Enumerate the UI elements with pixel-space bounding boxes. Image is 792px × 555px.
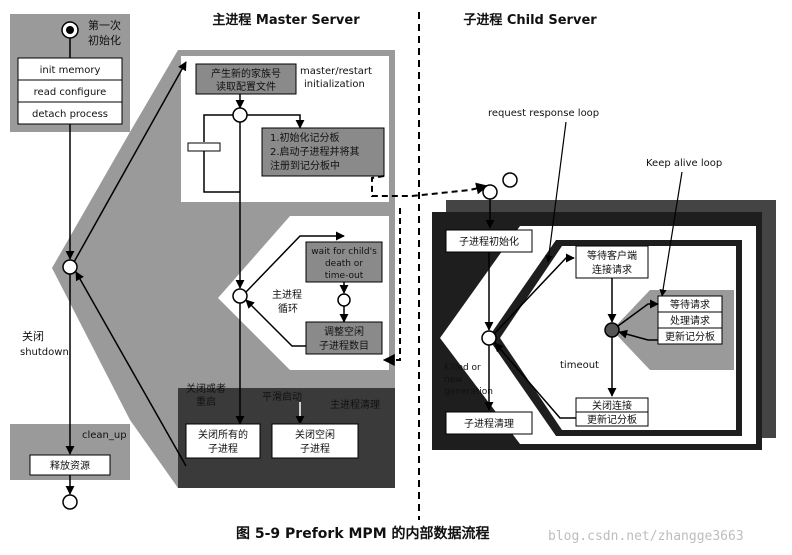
init-memory-text: init memory xyxy=(40,65,101,76)
restart-label-1: 关闭或者 xyxy=(186,382,226,395)
release-resources-text: 释放资源 xyxy=(50,459,90,472)
left-junction-node xyxy=(62,259,78,275)
wait-client-text-1: 等待客户端 xyxy=(587,249,637,262)
update-scoreboard-text: 更新记分板 xyxy=(665,330,715,343)
figure-caption: 图 5-9 Prefork MPM 的内部数据流程 xyxy=(236,525,490,542)
close-connection-text: 关闭连接 xyxy=(592,399,632,412)
master-wait-node xyxy=(337,293,351,307)
child-server-header: 子进程 Child Server xyxy=(463,13,597,28)
start-node-core xyxy=(66,26,74,34)
shutdown-label-1: 关闭 xyxy=(22,329,44,343)
end-node xyxy=(62,494,78,510)
wait-child-text-2: death or xyxy=(325,259,363,269)
spawn-child-dashed-link xyxy=(371,175,489,197)
update-scoreboard-box xyxy=(657,327,723,345)
close-idle-children-box xyxy=(271,423,359,459)
master-init-label-2: initialization xyxy=(304,79,365,90)
wait-client-text-2: 连接请求 xyxy=(592,263,632,276)
update-scoreboard-2-box xyxy=(575,411,649,427)
scoreboard-text-2: 2.启动子进程并将其 xyxy=(270,145,360,158)
flow-loop-to-wait xyxy=(245,231,345,293)
scoreboard-text-3: 注册到记分板中 xyxy=(270,159,340,172)
first-init-label-2: 初始化 xyxy=(88,33,121,47)
master-init-node xyxy=(232,107,248,123)
close-all-children-text-1: 关闭所有的 xyxy=(198,428,248,441)
wait-request-text: 等待请求 xyxy=(670,298,710,311)
adjust-idle-text-2: 子进程数目 xyxy=(319,339,369,352)
master-loop-node xyxy=(232,288,248,304)
wait-child-text-1: wait for child's xyxy=(311,247,377,257)
keepalive-loop-label: Keep alive loop xyxy=(646,158,722,169)
killed-label-1: Killed or xyxy=(444,363,481,373)
scoreboard-text-1: 1.初始化记分板 xyxy=(270,131,340,144)
master-loop-label-2: 循环 xyxy=(278,302,298,315)
close-idle-children-text-1: 关闭空闲 xyxy=(295,428,335,441)
new-generation-text-1: 产生新的家族号 xyxy=(211,67,281,80)
child-cleanup-box xyxy=(445,411,533,435)
wait-child-box xyxy=(305,241,383,283)
timeout-label: timeout xyxy=(560,360,599,371)
flow-close-back-to-node xyxy=(494,342,576,419)
flow-keepalive-back xyxy=(618,329,658,341)
sync-bar xyxy=(187,142,221,152)
child-main-node xyxy=(481,330,497,346)
flow-adjust-back-to-loop xyxy=(245,299,306,347)
killed-label-2: new xyxy=(444,375,463,385)
child-init-text: 子进程初始化 xyxy=(459,235,519,248)
request-loop-pointer xyxy=(545,121,567,263)
close-all-children-box xyxy=(185,423,261,459)
adjust-idle-text-1: 调整空闲 xyxy=(324,325,364,338)
new-generation-box xyxy=(195,63,297,95)
detach-process-text: detach process xyxy=(32,109,108,120)
flow-master-cleanup-to-junction xyxy=(75,271,187,467)
wait-child-text-3: time-out xyxy=(325,271,364,281)
close-idle-children-text-2: 子进程 xyxy=(300,443,330,455)
flow-node-to-bar xyxy=(203,114,233,142)
close-all-children-text-2: 子进程 xyxy=(208,443,238,455)
child-entry-node xyxy=(482,184,498,200)
update-scoreboard-2-text: 更新记分板 xyxy=(587,413,637,426)
flow-node-to-wait-client xyxy=(494,253,575,334)
restart-label-2: 重启 xyxy=(196,395,216,408)
keepalive-node xyxy=(604,322,620,338)
first-init-label-1: 第一次 xyxy=(88,18,121,32)
keepalive-loop-pointer xyxy=(659,171,683,297)
killed-label-3: generation xyxy=(444,387,493,397)
scoreboard-box xyxy=(261,127,385,177)
child-exit-dashed-link xyxy=(382,208,401,366)
master-loop-label-1: 主进程 xyxy=(272,289,302,301)
flow-junction-to-master xyxy=(73,61,187,263)
master-init-label-1: master/restart xyxy=(300,66,372,77)
master-cleanup-label: 主进程清理 xyxy=(330,398,380,411)
shutdown-label-2: shutdown xyxy=(20,347,69,358)
flow-bar-down xyxy=(203,151,240,193)
adjust-idle-box xyxy=(305,321,383,355)
process-request-text: 处理请求 xyxy=(670,314,710,327)
flow-node-to-keepalive xyxy=(617,299,659,327)
cleanup-tag: clean_up xyxy=(82,430,127,441)
child-cleanup-text: 子进程清理 xyxy=(464,417,514,430)
graceful-restart-label: 平滑启动 xyxy=(262,390,302,403)
request-loop-label: request response loop xyxy=(488,108,599,119)
wait-client-box xyxy=(575,245,649,279)
child-entry-node-2 xyxy=(502,172,518,188)
new-generation-text-2: 读取配置文件 xyxy=(216,80,276,93)
flow-node-to-scoreboard xyxy=(247,114,305,129)
master-server-header: 主进程 Master Server xyxy=(212,12,360,28)
read-configure-text: read configure xyxy=(34,87,107,98)
watermark: blog.csdn.net/zhangge3663 xyxy=(548,529,744,544)
